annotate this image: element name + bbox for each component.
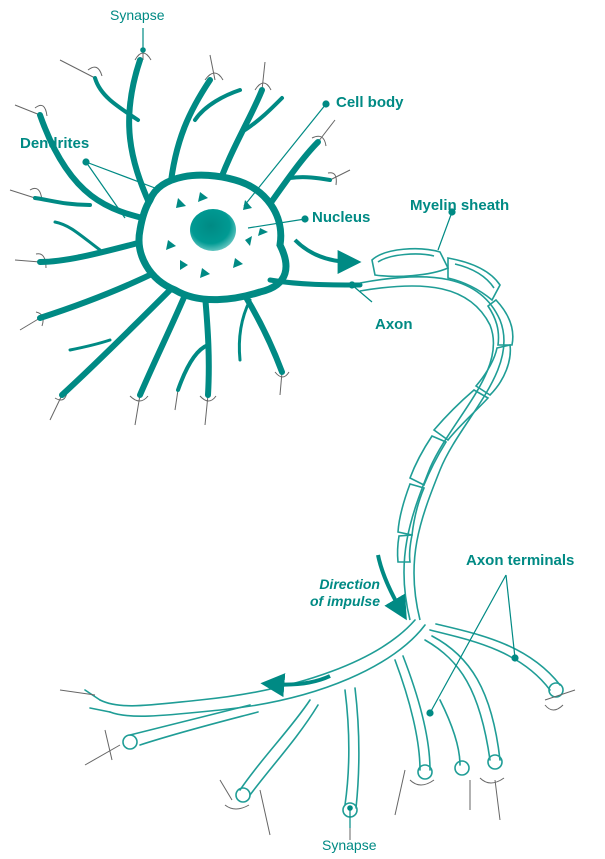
direction-of-impulse-label: Direction of impulse	[298, 576, 380, 610]
axon-label: Axon	[375, 317, 413, 332]
nucleus-label: Nucleus	[312, 210, 370, 225]
axon-terminal-branches	[85, 620, 563, 817]
axon-terminals-label: Axon terminals	[466, 553, 574, 568]
myelin-segments	[372, 249, 513, 562]
impulse-arrow-axon	[378, 555, 402, 612]
direction-line-1: Direction	[319, 576, 380, 592]
postsynaptic-fibers	[60, 690, 575, 840]
direction-line-2: of impulse	[310, 593, 380, 609]
dendrites-label: Dendrites	[20, 136, 89, 151]
synapse-top-label: Synapse	[110, 8, 164, 22]
cell-body-label: Cell body	[336, 95, 404, 110]
axon-initial-segment	[270, 280, 360, 285]
impulse-arrow-terminals	[270, 676, 330, 685]
synapse-bottom-label: Synapse	[322, 838, 376, 852]
nucleus-shape	[190, 209, 236, 251]
myelin-sheath-label: Myelin sheath	[410, 198, 509, 213]
impulse-arrow-soma	[295, 240, 352, 262]
